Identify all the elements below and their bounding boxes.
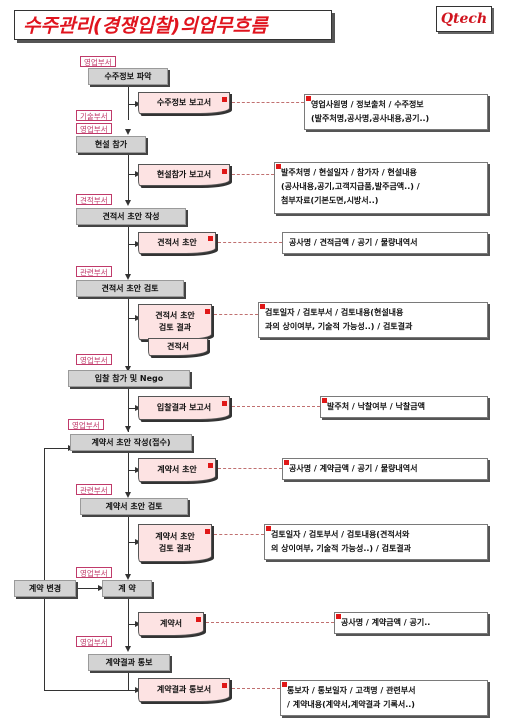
- doc-estimate-draft: 견적서 초안: [138, 232, 216, 254]
- department-label: 관련부서: [76, 484, 112, 495]
- flow-line: [128, 222, 129, 278]
- arrow-down-icon: [125, 492, 131, 498]
- marker: [260, 304, 265, 309]
- marker: [222, 97, 227, 102]
- doc-contract-review-result: 계약서 초안 검토 결과: [138, 524, 212, 562]
- arrow-down-icon: [125, 129, 131, 135]
- loop-line: [44, 448, 70, 449]
- note-contract-draft: 공사명 / 계약금액 / 공기 / 물량내역서: [282, 458, 488, 480]
- dashed-connector: [218, 468, 282, 469]
- arrow-down-icon: [125, 274, 131, 280]
- department-label: 영업부서: [68, 419, 104, 430]
- doc-estimate-review-result: 견적서 초안 검토 결과: [138, 304, 212, 340]
- step-contract-review: 계약서 초안 검토: [80, 498, 188, 515]
- step-bid-nego: 입찰 참가 및 Nego: [68, 370, 190, 387]
- step-site-briefing: 현설 참가: [76, 136, 146, 153]
- page-title: 수주관리(경쟁입찰)의업무흐름: [14, 10, 332, 40]
- note-site-briefing: 발주처명 / 현설일자 / 참가자 / 현설내용 (공사내용,공기,고객지급품,…: [274, 162, 488, 214]
- branch-line: [128, 86, 129, 104]
- doc-bid-result-report: 입찰결과 보고서: [138, 396, 230, 420]
- branch-line: [128, 542, 136, 543]
- marker: [284, 460, 289, 465]
- loop-line: [44, 690, 128, 691]
- dashed-connector: [214, 534, 264, 535]
- note-estimate-draft: 공사명 / 견적금액 / 공기 / 물량내역서: [282, 232, 488, 254]
- dashed-connector: [232, 102, 304, 103]
- loop-line: [78, 588, 100, 589]
- flow-line: [128, 594, 129, 650]
- dashed-connector: [232, 406, 320, 407]
- doc-site-briefing-report: 현설참가 보고서: [138, 164, 230, 186]
- branch-line: [128, 470, 136, 471]
- branch-line: [128, 668, 129, 690]
- marker: [276, 164, 281, 169]
- note-contract-review: 검토일자 / 검토부서 / 검토내용(견적서와 의 상이여부, 기술적 가능성.…: [264, 524, 488, 560]
- doc-contract-notice: 계약결과 통보서: [138, 678, 230, 702]
- department-label: 견적부서: [76, 194, 112, 205]
- note-bid-result: 발주처 / 낙찰여부 / 낙찰금액: [320, 396, 488, 418]
- department-label: 기술부서: [76, 110, 112, 121]
- flow-line: [128, 294, 129, 374]
- marker: [336, 614, 341, 619]
- marker: [266, 526, 271, 531]
- dashed-connector: [232, 688, 280, 689]
- step-receive-info: 수주정보 파악: [88, 68, 168, 85]
- dashed-connector: [206, 622, 334, 623]
- marker: [208, 236, 213, 241]
- note-contract-notice: 통보자 / 통보일자 / 고객명 / 관련부서 / 계약내용(계약서,계약결과 …: [280, 680, 488, 716]
- arrow-down-icon: [125, 574, 131, 580]
- step-contract-change: 계약 변경: [14, 580, 76, 597]
- department-label: 영업부서: [76, 636, 112, 647]
- dashed-connector: [218, 242, 282, 243]
- company-logo: Qtech: [436, 6, 492, 32]
- marker: [282, 682, 287, 687]
- marker: [222, 683, 227, 688]
- dashed-connector: [214, 314, 258, 315]
- marker: [205, 529, 210, 534]
- branch-line: [128, 244, 136, 245]
- branch-line: [128, 690, 136, 691]
- step-contract-draft: 계약서 초안 작성(접수): [70, 434, 192, 451]
- flow-line: [128, 148, 129, 204]
- arrow-down-icon: [125, 426, 131, 432]
- loop-line: [44, 448, 45, 690]
- doc-estimate: 견적서: [148, 338, 208, 356]
- department-label: 관련부서: [76, 266, 112, 277]
- branch-line: [128, 104, 136, 105]
- flow-line: [128, 448, 129, 496]
- doc-contract: 계약서: [138, 612, 204, 636]
- arrow-right-icon: [98, 585, 104, 591]
- dashed-connector: [232, 174, 274, 175]
- flow-line: [128, 512, 129, 578]
- branch-line: [128, 408, 136, 409]
- note-estimate-review: 검토일자 / 검토부서 / 검토내용(현설내용 과의 상이여부, 기술적 가능성…: [258, 302, 488, 338]
- note-contract: 공사명 / 계약금액 / 공기..: [334, 612, 488, 634]
- note-order-info: 영업사원명 / 정보출처 / 수주정보 (발주처명,공사명,공사내용,공기..): [304, 94, 488, 130]
- step-contract: 계 약: [102, 580, 152, 597]
- marker: [222, 169, 227, 174]
- branch-line: [128, 318, 136, 319]
- doc-order-info-report: 수주정보 보고서: [138, 92, 230, 114]
- department-label: 영업부서: [76, 354, 112, 365]
- arrow-down-icon: [125, 646, 131, 652]
- branch-line: [128, 624, 136, 625]
- marker: [205, 309, 210, 314]
- branch-line: [128, 174, 136, 175]
- department-label: 영업부서: [76, 567, 112, 578]
- step-estimate-review: 견적서 초안 검토: [76, 280, 184, 297]
- step-estimate-draft: 견적서 초안 작성: [76, 208, 186, 225]
- arrow-down-icon: [125, 200, 131, 206]
- doc-contract-draft: 계약서 초안: [138, 458, 216, 482]
- marker: [208, 463, 213, 468]
- arrow-down-icon: [125, 366, 131, 372]
- marker: [196, 617, 201, 622]
- marker: [222, 401, 227, 406]
- department-label: 영업부서: [80, 56, 116, 67]
- marker: [306, 96, 311, 101]
- marker: [322, 398, 327, 403]
- branch-line: [128, 150, 129, 174]
- step-contract-notice: 계약결과 통보: [88, 654, 170, 671]
- department-label: 영업부서: [76, 123, 112, 134]
